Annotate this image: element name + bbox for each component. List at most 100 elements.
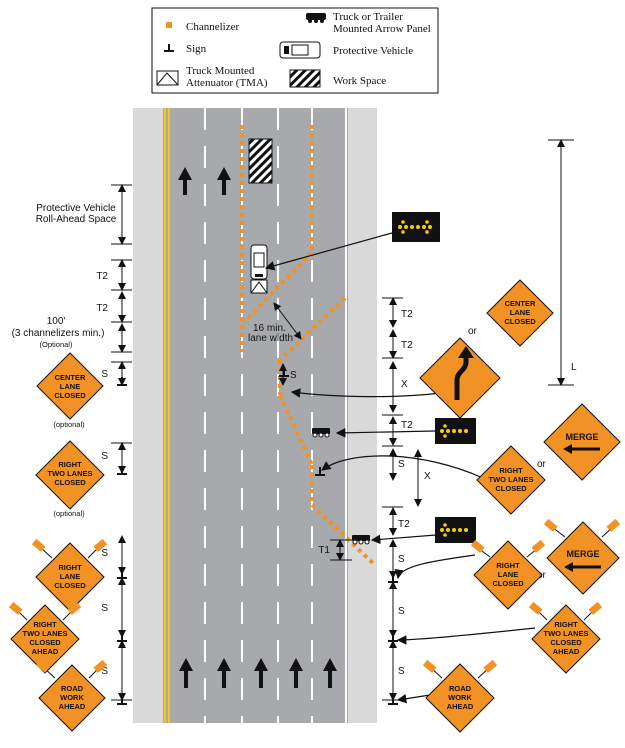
sign-post (117, 466, 127, 475)
s-label-right-2: S (398, 554, 405, 565)
arrow-panel-legend-icon (306, 13, 326, 23)
sign-post (117, 377, 127, 386)
work-space-legend-icon (289, 69, 321, 88)
protective-vehicle-legend-icon (279, 41, 321, 59)
s-label-left-4: S (101, 603, 108, 614)
legend-tma-line2: Attenuator (TMA) (186, 77, 268, 89)
sign-text: LANE (510, 308, 530, 317)
sign-road-work-ahead-left: ROAD WORK AHEAD (35, 659, 108, 732)
left-sign-posts (117, 377, 127, 705)
right-signs: CENTER LANE CLOSED MERGE RIGHT TWO LANES… (392, 212, 621, 733)
channelizer-lines (240, 125, 377, 567)
lane-arrow (323, 658, 337, 688)
tma-legend-icon (156, 70, 179, 86)
left-signs: CENTER LANE CLOSED RIGHT TWO LANES CLOSE… (8, 352, 108, 732)
x-label-right-1: X (401, 379, 408, 390)
sign-right-lane-closed-right: RIGHT LANE CLOSED (470, 539, 546, 610)
sign-text: LANE (60, 572, 80, 581)
s-label-left-3: S (101, 548, 108, 559)
sign-text: TWO LANES (489, 475, 534, 484)
left-shoulder (133, 108, 163, 723)
channelizer-line (310, 503, 377, 567)
sign-post (388, 574, 398, 583)
sign-text: CLOSED (492, 579, 524, 588)
sign-text: TWO LANES (544, 629, 589, 638)
t2-label-right-4: T2 (398, 519, 410, 530)
channelizer-line (278, 296, 347, 362)
s-label-right-3: S (398, 606, 405, 617)
channelizer-legend-icon (166, 22, 172, 28)
legend: Channelizer Sign Truck Mounted Attenuato… (151, 7, 439, 94)
lane-arrow (254, 658, 268, 688)
lane-arrow (289, 658, 303, 688)
channelizer-line (242, 250, 314, 324)
sign-text: MERGE (566, 549, 599, 559)
roll-ahead-label-line2: Roll-Ahead Space (36, 214, 117, 225)
arrow-panel-sign-bottom (435, 517, 476, 543)
legend-arrow-panel-line2: Mounted Arrow Panel (333, 23, 431, 35)
callout-arrows (264, 232, 536, 704)
t2-label-left-1: T2 (96, 271, 108, 282)
t2-label-left-2: T2 (96, 303, 108, 314)
s-label-right-4: S (398, 666, 405, 677)
channelizers-min-label: (3 channelizers min.) (12, 328, 105, 339)
sign-text: RIGHT (554, 620, 578, 629)
s-label-inner: S (290, 370, 297, 381)
sign-text: MERGE (565, 432, 598, 442)
legend-sign: Sign (186, 43, 207, 55)
t2-label-right-2: T2 (401, 340, 413, 351)
sign-text: AHEAD (32, 647, 59, 656)
sign-lane-shift (419, 337, 501, 419)
s-label-right-1: S (398, 459, 405, 470)
sign-text: RIGHT (499, 466, 523, 475)
sign-post (388, 633, 398, 642)
lane-width-label-line1: 16 min. (253, 323, 286, 334)
sign-text: LANE (60, 382, 80, 391)
sign-right-two-lanes-closed-ahead-left: RIGHT TWO LANES CLOSED AHEAD (8, 601, 82, 674)
t2-label-right-3: T2 (401, 420, 413, 431)
sign-text: WORK (60, 693, 84, 702)
sign-text: RIGHT (33, 620, 57, 629)
t2-label-right-1: T2 (401, 309, 413, 320)
legend-arrow-panel-line1: Truck or Trailer (333, 11, 403, 23)
optional-label-3: (optional) (53, 509, 85, 518)
lane-arrows-top (178, 167, 231, 195)
sign-center-lane-closed-left: CENTER LANE CLOSED (36, 352, 104, 420)
lane-arrows-bottom (179, 658, 337, 688)
arrow-panel-truck (312, 428, 330, 438)
arrow-panel-truck (352, 535, 370, 545)
sign-text: TWO LANES (23, 629, 68, 638)
sign-text: CLOSED (54, 391, 86, 400)
lane-arrow (217, 658, 231, 688)
sign-text: CLOSED (54, 581, 86, 590)
roadway (133, 108, 377, 723)
or-label-1: or (468, 326, 478, 337)
sign-right-two-lanes-closed-right: RIGHT TWO LANES CLOSED (476, 445, 546, 515)
sign-text: AHEAD (447, 702, 474, 711)
sign-center-lane-closed-right: CENTER LANE CLOSED (486, 279, 554, 347)
sign-road-work-ahead-right: ROAD WORK AHEAD (422, 659, 498, 733)
legend-protective-vehicle: Protective Vehicle (333, 45, 413, 57)
protective-vehicle (250, 244, 268, 280)
work-space (248, 138, 273, 184)
legend-tma-line1: Truck Mounted (186, 65, 255, 77)
sign-text: ROAD (449, 684, 472, 693)
l-label: L (571, 362, 577, 373)
sign-text: CLOSED (550, 638, 582, 647)
left-dimensions (111, 184, 132, 701)
sign-right-lane-closed-left: RIGHT LANE CLOSED (31, 538, 108, 612)
right-dimensions (273, 139, 574, 701)
sign-text: RIGHT (58, 563, 82, 572)
sign-post (388, 696, 398, 705)
sign-text: CENTER (55, 373, 86, 382)
sign-right-two-lanes-closed-left: RIGHT TWO LANES CLOSED (35, 440, 105, 510)
optional-label-1: (Optional) (40, 340, 73, 349)
s-label-left-5: S (101, 666, 108, 677)
s-label-left-2: S (101, 451, 108, 462)
right-shoulder (348, 108, 377, 723)
channelizer-line (278, 394, 314, 466)
lane-arrow (179, 658, 193, 688)
sign-post (117, 696, 127, 705)
tma (250, 279, 268, 294)
